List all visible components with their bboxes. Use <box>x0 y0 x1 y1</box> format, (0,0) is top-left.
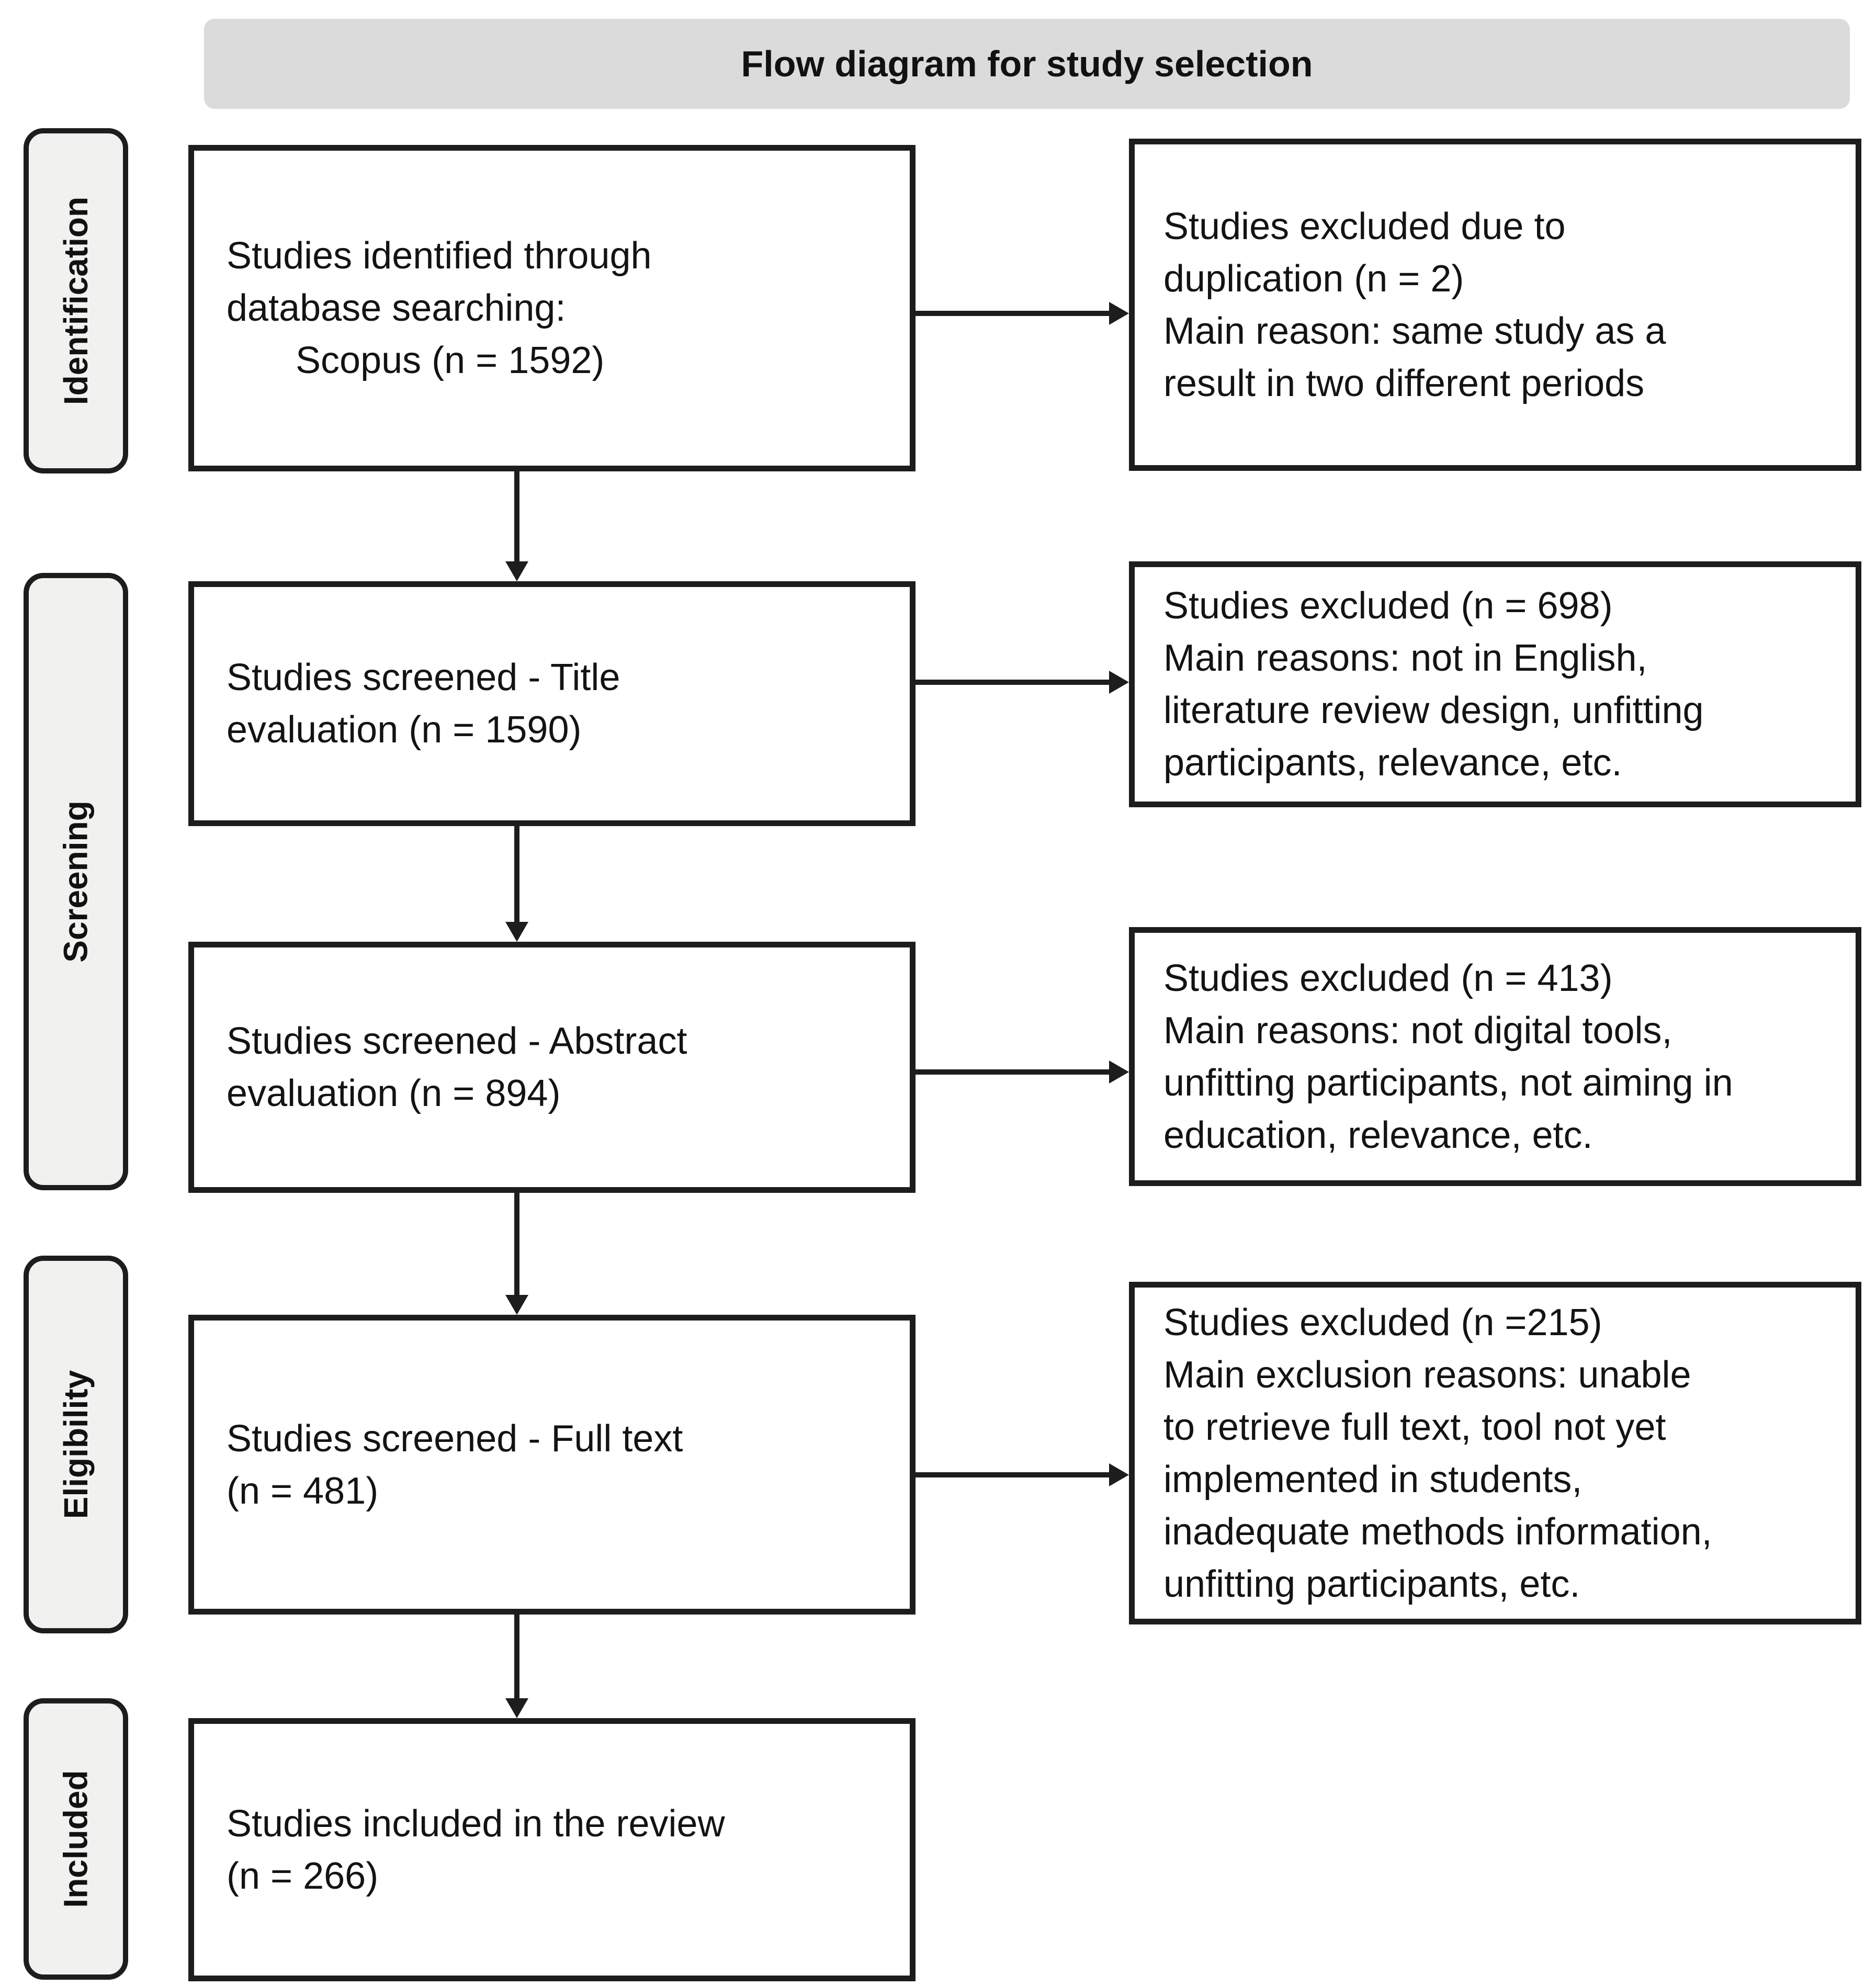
arrow-shaft <box>916 680 1110 685</box>
arrow-right-4 <box>916 1463 1129 1486</box>
stage-label-identification: Identification <box>24 128 128 473</box>
stage-label-text: Identification <box>57 196 95 405</box>
arrow-shaft <box>916 1472 1110 1477</box>
exclusion-box-text: Studies excluded (n = 698)Main reasons: … <box>1163 585 1704 784</box>
exclusion-box-text: Studies excluded (n =215)Main exclusion … <box>1163 1301 1712 1605</box>
arrow-shaft <box>916 1069 1110 1075</box>
flow-box-fulltext-screening: Studies screened - Full text(n = 481) <box>188 1315 916 1615</box>
arrow-head-icon <box>505 1295 528 1315</box>
stage-label-text: Included <box>57 1770 95 1908</box>
arrow-right-2 <box>916 671 1129 694</box>
arrow-down-4 <box>505 1615 528 1718</box>
stage-label-text: Screening <box>57 800 95 963</box>
exclusion-box-abstract-stage: Studies excluded (n = 413)Main reasons: … <box>1129 927 1861 1186</box>
arrow-head-icon <box>505 1698 528 1718</box>
exclusion-box-text: Studies excluded (n = 413)Main reasons: … <box>1163 957 1733 1156</box>
stage-label-screening: Screening <box>24 573 128 1190</box>
arrow-shaft <box>514 471 519 562</box>
arrow-shaft <box>916 311 1110 316</box>
exclusion-box-title-stage: Studies excluded (n = 698)Main reasons: … <box>1129 561 1861 807</box>
stage-label-included: Included <box>24 1698 128 1980</box>
flow-box-included: Studies included in the review(n = 266) <box>188 1718 916 1981</box>
arrow-head-icon <box>1109 1060 1129 1084</box>
arrow-down-1 <box>505 471 528 581</box>
stage-label-text: Eligibility <box>57 1370 95 1519</box>
arrow-shaft <box>514 1615 519 1699</box>
arrow-right-3 <box>916 1060 1129 1084</box>
arrow-head-icon <box>1109 302 1129 325</box>
stage-label-eligibility: Eligibility <box>24 1256 128 1633</box>
arrow-head-icon <box>505 922 528 942</box>
arrow-shaft <box>514 826 519 923</box>
arrow-down-3 <box>505 1193 528 1315</box>
flow-box-text: Studies included in the review(n = 266) <box>227 1802 725 1897</box>
arrow-head-icon <box>1109 671 1129 694</box>
arrow-shaft <box>514 1193 519 1296</box>
diagram-title: Flow diagram for study selection <box>741 43 1313 84</box>
arrow-down-2 <box>505 826 528 942</box>
flow-box-text: Studies screened - Full text(n = 481) <box>227 1417 683 1512</box>
arrow-right-1 <box>916 302 1129 325</box>
exclusion-box-fulltext-stage: Studies excluded (n =215)Main exclusion … <box>1129 1282 1861 1624</box>
arrow-head-icon <box>1109 1463 1129 1486</box>
diagram-title-bar: Flow diagram for study selection <box>204 19 1850 109</box>
arrow-head-icon <box>505 561 528 581</box>
